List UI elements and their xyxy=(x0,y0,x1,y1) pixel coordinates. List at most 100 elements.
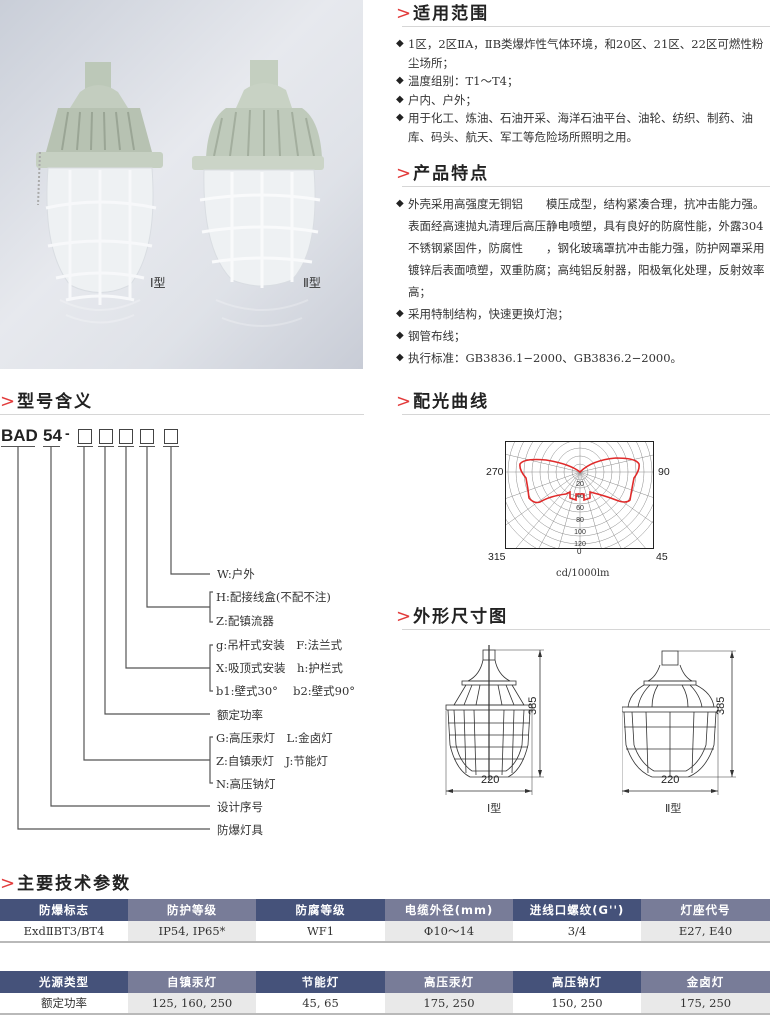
label-lamp-g: G:高压汞灯 L:金卤灯 xyxy=(216,731,333,745)
scope-item: 温度组别：T1～T4； xyxy=(396,72,770,91)
code-box-5 xyxy=(164,429,178,444)
section-divider xyxy=(0,414,364,415)
chevron-right-icon: > xyxy=(396,391,412,412)
table-cell: WF1 xyxy=(256,921,385,943)
table-header-row: 光源类型 自镇汞灯 节能灯 高压汞灯 高压钠灯 金卤灯 xyxy=(0,971,770,993)
label-lamp-z: Z:自镇汞灯 J:节能灯 xyxy=(216,754,328,768)
svg-text:40: 40 xyxy=(576,493,584,500)
product-photo: Ⅰ型 Ⅱ型 xyxy=(0,0,363,369)
label-mount-g: g:吊杆式安装 F:法兰式 xyxy=(216,638,343,652)
label-explosion-proof: 防爆灯具 xyxy=(217,823,263,837)
table-cell: 3/4 xyxy=(513,921,641,943)
box-underline xyxy=(77,446,93,447)
table-cell: ExdⅡBT3/BT4 xyxy=(0,921,128,943)
table-cell: 125, 160, 250 xyxy=(128,993,256,1015)
type2-label: Ⅱ型 xyxy=(665,802,682,815)
photo-label-type1: Ⅰ型 xyxy=(150,276,166,290)
light-distribution-curve xyxy=(519,457,640,504)
table-header: 高压汞灯 xyxy=(385,971,513,993)
table-header: 灯座代号 xyxy=(641,899,770,921)
angle-label-270: 270 xyxy=(486,466,504,478)
type2-height: 385 xyxy=(715,696,727,715)
chevron-right-icon: > xyxy=(396,163,412,184)
spec-table-2: 光源类型 自镇汞灯 节能灯 高压汞灯 高压钠灯 金卤灯 额定功率 125, 16… xyxy=(0,971,770,1015)
table-cell: 45, 65 xyxy=(256,993,385,1015)
angle-label-90: 90 xyxy=(658,466,670,478)
table-header: 进线口螺纹(G'') xyxy=(513,899,641,921)
dimensions-section: > 外形尺寸图 xyxy=(396,603,770,630)
spec-table-1: 防爆标志 防护等级 防腐等级 电缆外径(mm) 进线口螺纹(G'') 灯座代号 … xyxy=(0,899,770,943)
scope-title: 适用范围 xyxy=(413,4,490,24)
table-cell: E27, E40 xyxy=(641,921,770,943)
type1-height: 385 xyxy=(527,696,539,715)
feature-item: 外壳采用高强度无铜铝 模压成型，结构紧凑合理，抗冲击能力强。表面经高速抛丸清理后… xyxy=(396,193,770,303)
label-lamp-n: N:高压钠灯 xyxy=(216,777,276,791)
table-header: 防腐等级 xyxy=(256,899,385,921)
feature-item: 执行标准：GB3836.1−2000、GB3836.2−2000。 xyxy=(396,347,770,369)
label-junction-box: H:配接线盒(不配不注) xyxy=(216,590,331,604)
code-box-1 xyxy=(78,429,92,444)
photo-label-type2: Ⅱ型 xyxy=(303,276,321,290)
svg-text:80: 80 xyxy=(576,517,584,524)
section-divider xyxy=(402,414,770,415)
code-box-4 xyxy=(140,429,154,444)
model-prefix: BAD xyxy=(1,426,38,445)
table-header-row: 防爆标志 防护等级 防腐等级 电缆外径(mm) 进线口螺纹(G'') 灯座代号 xyxy=(0,899,770,921)
table-cell: 175, 250 xyxy=(385,993,513,1015)
model-heading: > 型号含义 xyxy=(0,388,364,413)
model-title: 型号含义 xyxy=(17,392,94,412)
dimension-drawing-type2 xyxy=(622,650,736,795)
angle-label-0: 0 xyxy=(577,547,582,556)
unit-label: cd/1000lm xyxy=(556,568,610,579)
angle-label-315: 315 xyxy=(488,551,506,563)
table-header: 节能灯 xyxy=(256,971,385,993)
label-design-no: 设计序号 xyxy=(217,800,263,814)
table-row: ExdⅡBT3/BT4 IP54, IP65* WF1 Φ10～14 3/4 E… xyxy=(0,921,770,943)
table-cell: 175, 250 xyxy=(641,993,770,1015)
code-box-2 xyxy=(99,429,113,444)
light-curve-heading: > 配光曲线 xyxy=(396,388,770,413)
type1-width: 220 xyxy=(481,774,500,786)
specs-title: 主要技术参数 xyxy=(17,874,132,894)
table-row: 额定功率 125, 160, 250 45, 65 175, 250 150, … xyxy=(0,993,770,1015)
chevron-right-icon: > xyxy=(396,606,412,627)
svg-text:120: 120 xyxy=(574,541,586,548)
box-underline xyxy=(98,446,114,447)
chevron-right-icon: > xyxy=(396,3,412,24)
specs-heading: > 主要技术参数 xyxy=(0,870,770,895)
type1-label: Ⅰ型 xyxy=(487,802,502,815)
dimensions-heading: > 外形尺寸图 xyxy=(396,603,770,628)
table-header: 防护等级 xyxy=(128,899,256,921)
label-outdoor: W:户外 xyxy=(217,567,255,581)
table-header: 防爆标志 xyxy=(0,899,128,921)
model-series: 54 xyxy=(43,426,62,445)
table-header: 金卤灯 xyxy=(641,971,770,993)
section-divider xyxy=(402,186,770,187)
angle-label-45: 45 xyxy=(656,551,668,563)
features-heading: > 产品特点 xyxy=(396,160,770,185)
light-curve-section: > 配光曲线 xyxy=(396,388,770,415)
table-header: 自镇汞灯 xyxy=(128,971,256,993)
chevron-right-icon: > xyxy=(0,873,16,894)
lamp-type2-photo xyxy=(192,60,324,288)
polar-grid: 20 40 60 80 100 120 xyxy=(506,442,653,548)
features-title: 产品特点 xyxy=(413,164,490,184)
light-curve-title: 配光曲线 xyxy=(413,392,490,412)
scope-item: 用于化工、炼油、石油开采、海洋石油平台、油轮、纺织、制药、油库、码头、航天、军工… xyxy=(396,109,770,146)
code-box-3 xyxy=(119,429,133,444)
scope-list: 1区，2区ⅡA，ⅡB类爆炸性气体环境，和20区、21区、22区可燃性粉尘场所； … xyxy=(396,35,770,146)
dimension-drawing-type1 xyxy=(445,645,544,795)
scope-heading: > 适用范围 xyxy=(396,0,770,25)
table-header: 光源类型 xyxy=(0,971,128,993)
label-mount-x: X:吸顶式安装 h:护栏式 xyxy=(216,661,343,675)
lamp-photo-illustration xyxy=(36,60,324,327)
chevron-right-icon: > xyxy=(0,391,16,412)
table-cell: 额定功率 xyxy=(0,993,128,1015)
label-power: 额定功率 xyxy=(217,708,263,722)
scope-item: 1区，2区ⅡA，ⅡB类爆炸性气体环境，和20区、21区、22区可燃性粉尘场所； xyxy=(396,35,770,72)
type2-width: 220 xyxy=(661,774,680,786)
specs-section: > 主要技术参数 xyxy=(0,870,770,895)
polar-chart: 20 40 60 80 100 120 xyxy=(505,441,654,549)
scope-section: > 适用范围 1区，2区ⅡA，ⅡB类爆炸性气体环境，和20区、21区、22区可燃… xyxy=(396,0,770,146)
table-header: 高压钠灯 xyxy=(513,971,641,993)
